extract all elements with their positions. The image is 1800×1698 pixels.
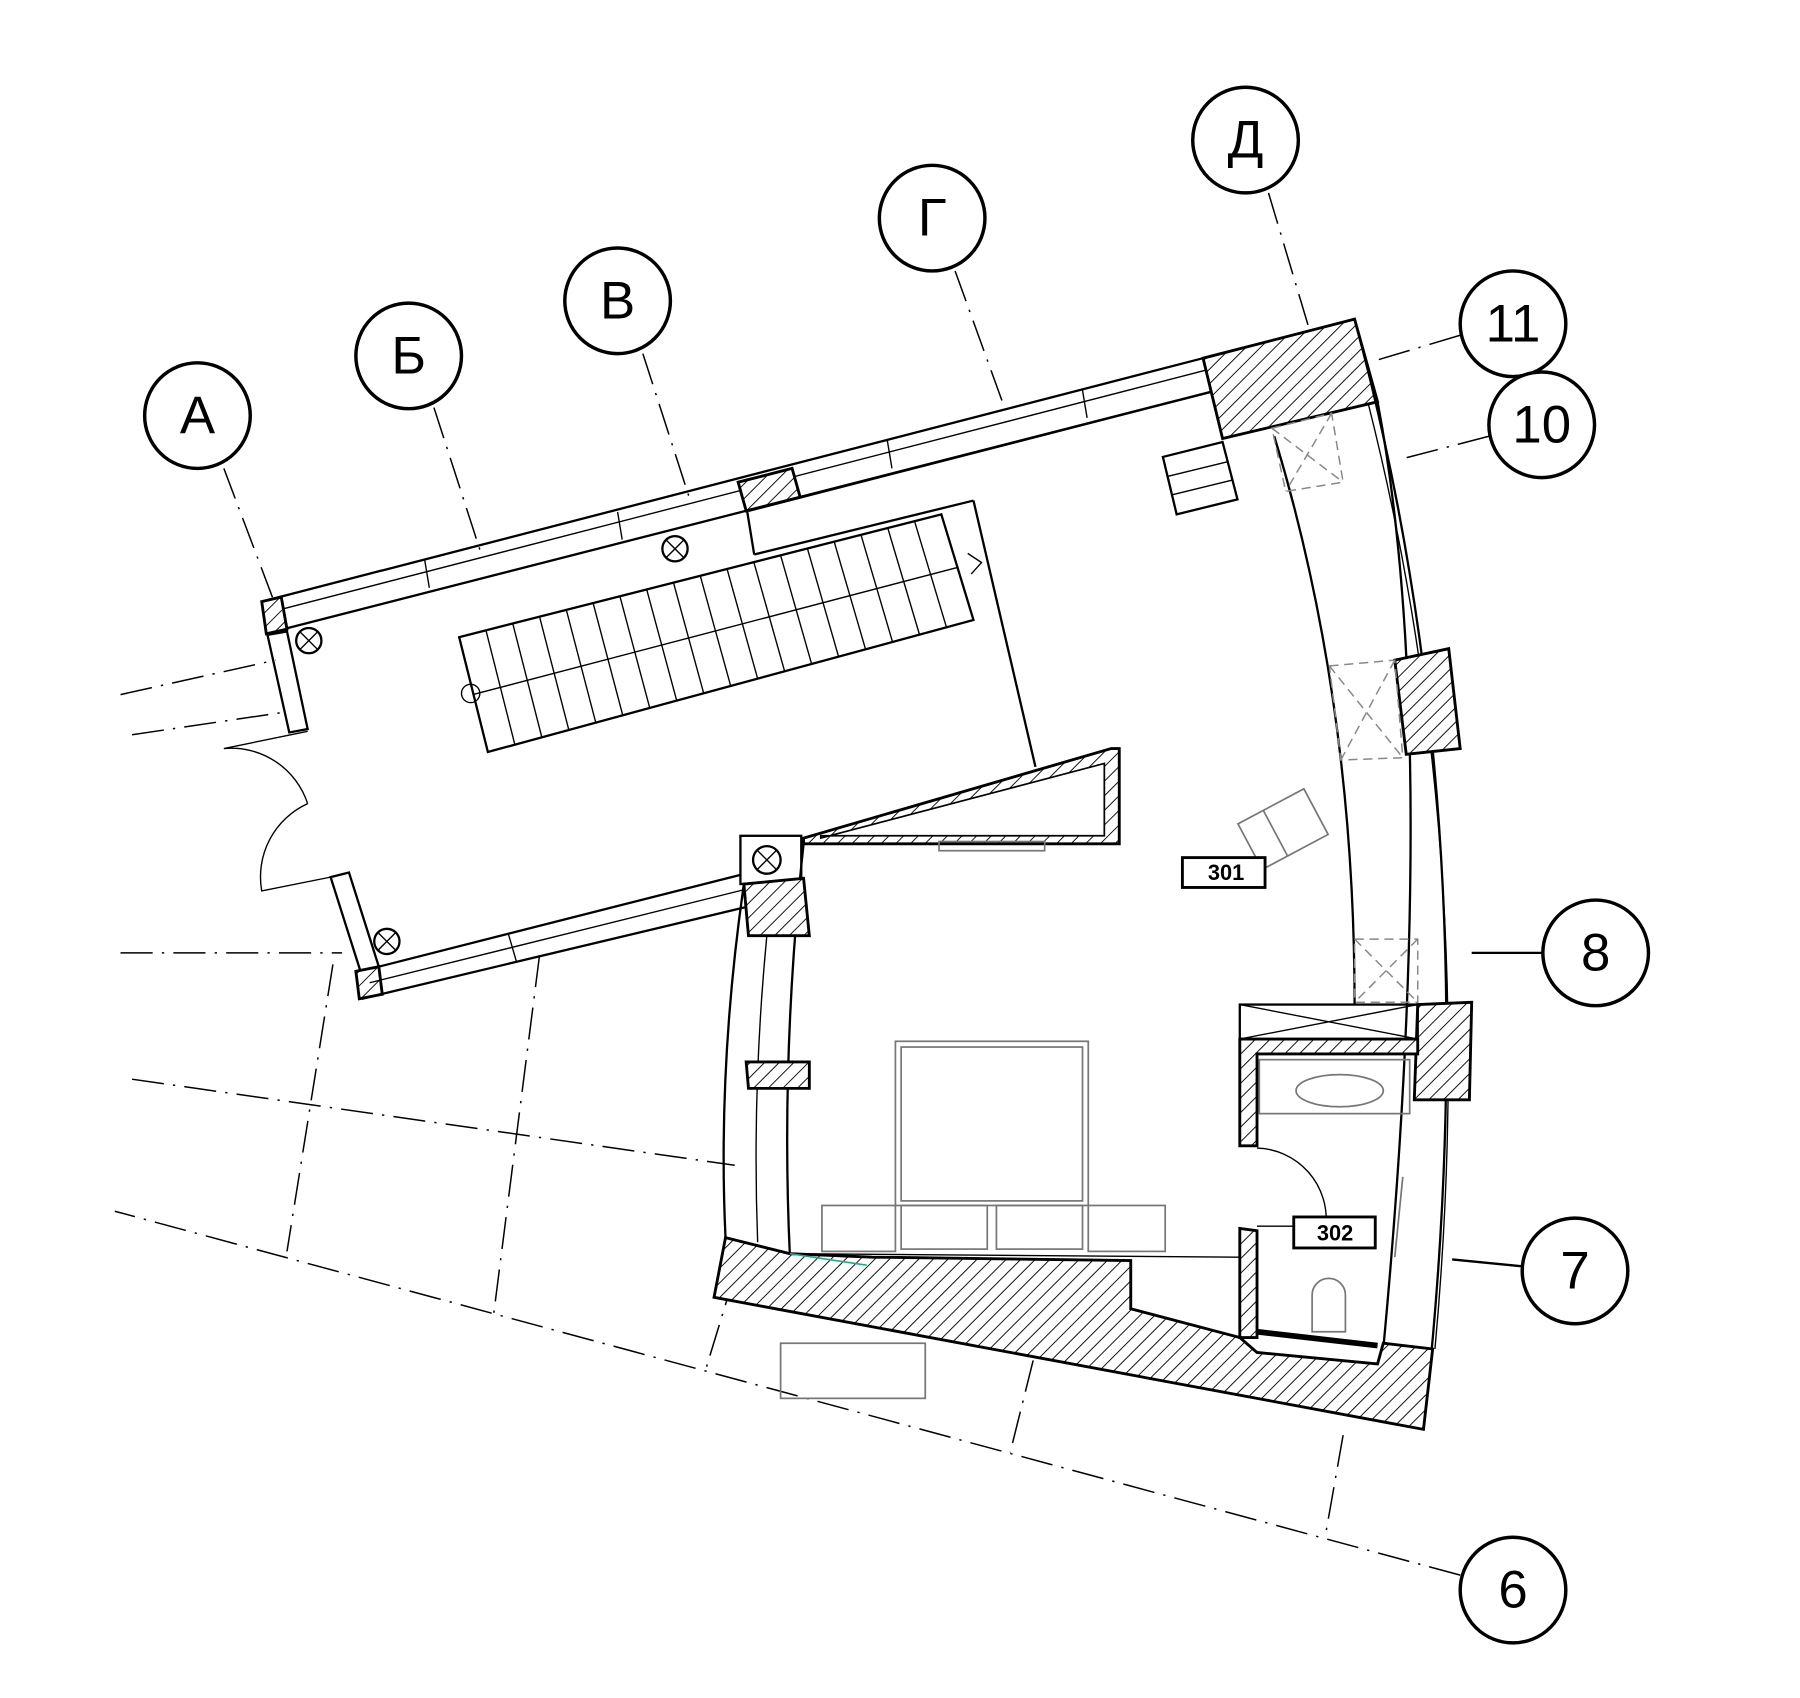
bedroom-left-wall xyxy=(722,843,811,1254)
stair-tread xyxy=(512,623,543,738)
stair-tread xyxy=(806,548,840,657)
axis-label: Д xyxy=(1228,111,1264,170)
tv xyxy=(938,840,1046,852)
light-icon xyxy=(739,834,803,886)
axis-line-v xyxy=(642,353,690,497)
entrance-door xyxy=(223,730,331,892)
grid-bubble-10: 10 xyxy=(1487,370,1597,480)
axis-line-d xyxy=(1267,192,1310,328)
corridor-walls xyxy=(260,357,1218,1001)
sink xyxy=(1295,1073,1385,1108)
grid-bubble-11: 11 xyxy=(1458,269,1568,379)
grid-bubble-g: Г xyxy=(877,163,987,273)
vanity xyxy=(1258,1058,1411,1115)
stair-tread xyxy=(699,575,732,687)
light-icon xyxy=(373,927,401,956)
axis-label: А xyxy=(180,386,216,445)
toilet xyxy=(1311,1277,1347,1333)
axis-label: 11 xyxy=(1486,294,1541,353)
axis-line-left-1 xyxy=(120,659,276,696)
ceiling-lights xyxy=(295,535,803,956)
axis-label: 6 xyxy=(1498,1561,1527,1620)
axis-label: В xyxy=(600,271,635,330)
axis-line-11 xyxy=(1371,334,1461,363)
nightstand xyxy=(821,1204,897,1253)
axis-line-10 xyxy=(1400,435,1490,460)
axis-line-v2 xyxy=(492,955,541,1315)
axis-line-6 xyxy=(114,1210,1461,1576)
stair-tread xyxy=(753,561,786,672)
axis-line-v4 xyxy=(1009,1360,1034,1453)
grid-bubble-6: 6 xyxy=(1458,1535,1568,1645)
stair-tread xyxy=(672,582,705,694)
bottom-wall xyxy=(712,1235,1435,1432)
axis-label: Г xyxy=(918,189,947,248)
axis-line-v5 xyxy=(1325,1434,1344,1533)
stair-tread xyxy=(646,589,678,701)
room-number: 301 xyxy=(1208,860,1244,885)
armchair xyxy=(1236,787,1330,871)
room-tag-302: 302 xyxy=(1292,1215,1377,1250)
axis-label: 8 xyxy=(1581,923,1610,982)
right-curved-wall xyxy=(1201,317,1474,1430)
grid-bubble-v: В xyxy=(563,246,673,356)
nightstand xyxy=(1087,1204,1167,1253)
stair-tread xyxy=(860,534,894,643)
grid-bubble-a: А xyxy=(142,361,252,471)
stair-tread xyxy=(726,568,759,679)
bed xyxy=(894,1040,1090,1207)
grid-bubbles: А Б В Г Д 11 10 8 7 6 xyxy=(142,85,1651,1645)
window-mullions xyxy=(424,390,1088,963)
axis-line-left-4 xyxy=(131,1078,735,1167)
stair-tread xyxy=(485,630,516,745)
partition-wall xyxy=(802,747,1121,852)
bedroom-furniture xyxy=(779,787,1330,1400)
bathroom xyxy=(1238,1003,1420,1349)
grid-bubble-7: 7 xyxy=(1520,1216,1630,1326)
axis-label: 7 xyxy=(1560,1241,1589,1300)
axis-line-left-2 xyxy=(131,711,288,736)
stair-tread xyxy=(887,527,921,635)
stair-tread xyxy=(538,616,570,731)
axis-line-b xyxy=(433,407,483,558)
axis-line-a xyxy=(223,468,274,600)
stair-tread xyxy=(592,602,624,716)
bathroom-door-swing xyxy=(1256,1147,1327,1227)
stair-tread xyxy=(833,541,867,650)
grid-bubble-b: Б xyxy=(354,301,464,411)
room-tag-301: 301 xyxy=(1180,856,1267,889)
outdoor-bench xyxy=(779,1342,927,1400)
stair-tread xyxy=(913,520,948,628)
grid-lines xyxy=(114,192,1543,1576)
light-icon xyxy=(295,626,323,655)
room-number: 302 xyxy=(1317,1221,1353,1246)
pillow xyxy=(900,1204,989,1250)
axis-line-7 xyxy=(1452,1258,1523,1268)
grid-bubble-d: Д xyxy=(1191,85,1301,195)
stair-tread xyxy=(779,555,813,665)
staircase xyxy=(457,512,983,754)
grid-bubble-8: 8 xyxy=(1541,898,1651,1008)
stair-tread xyxy=(619,596,651,709)
axis-label: 10 xyxy=(1512,395,1571,454)
axis-label: Б xyxy=(391,326,426,385)
light-icon xyxy=(661,535,689,563)
pillow xyxy=(995,1204,1084,1250)
axis-line-v1 xyxy=(286,964,334,1252)
axis-line-g xyxy=(954,270,1006,408)
stair-tread xyxy=(565,609,597,723)
small-steps xyxy=(1161,440,1239,516)
